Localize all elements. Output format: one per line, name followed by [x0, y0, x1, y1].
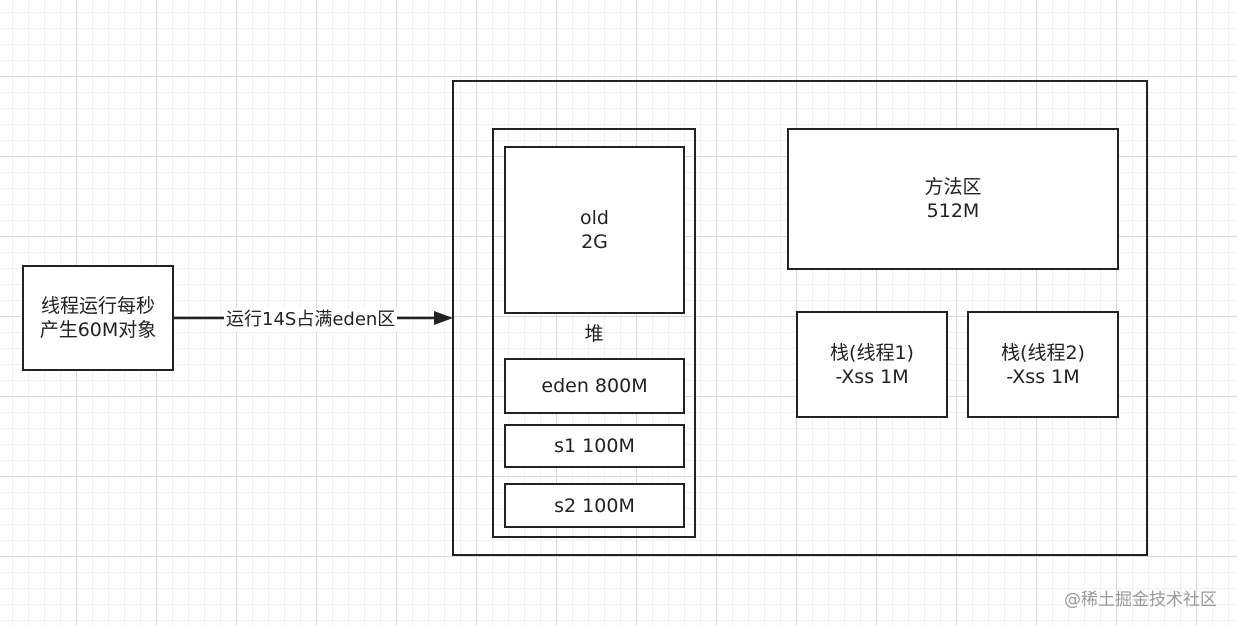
stack-thread-1-size: -Xss 1M	[835, 365, 909, 388]
eden-label: eden 800M	[541, 375, 648, 397]
heap-label: 堆	[584, 323, 604, 345]
thread-source-line-1: 线程运行每秒	[40, 295, 155, 317]
old-gen-name: old	[580, 207, 609, 229]
stack-thread-2-box: 栈(线程2) -Xss 1M	[967, 311, 1119, 418]
survivor-s2-box: s2 100M	[504, 483, 685, 528]
stack-thread-1-box: 栈(线程1) -Xss 1M	[796, 311, 948, 418]
method-area-box: 方法区 512M	[787, 128, 1119, 270]
eden-box: eden 800M	[504, 358, 685, 414]
stack-thread-2-size: -Xss 1M	[1006, 365, 1080, 388]
old-gen-size: 2G	[581, 231, 608, 253]
old-gen-box: old 2G	[504, 146, 685, 314]
survivor-s1-box: s1 100M	[504, 424, 685, 468]
thread-source-box: 线程运行每秒 产生60M对象	[22, 265, 174, 371]
stack-thread-1-name: 栈(线程1)	[830, 341, 914, 364]
thread-source-line-2: 产生60M对象	[39, 319, 157, 341]
method-area-size: 512M	[926, 200, 980, 222]
stack-thread-2-name: 栈(线程2)	[1001, 341, 1085, 364]
heap-container-box	[492, 128, 696, 538]
watermark-text: @稀土掘金技术社区	[1064, 590, 1217, 610]
survivor-s2-label: s2 100M	[554, 494, 635, 517]
jvm-container-box	[452, 80, 1148, 556]
arrow-label: 运行14S占满eden区	[224, 308, 398, 332]
method-area-name: 方法区	[924, 176, 982, 198]
survivor-s1-label: s1 100M	[554, 435, 635, 457]
arrow-head	[434, 311, 453, 325]
